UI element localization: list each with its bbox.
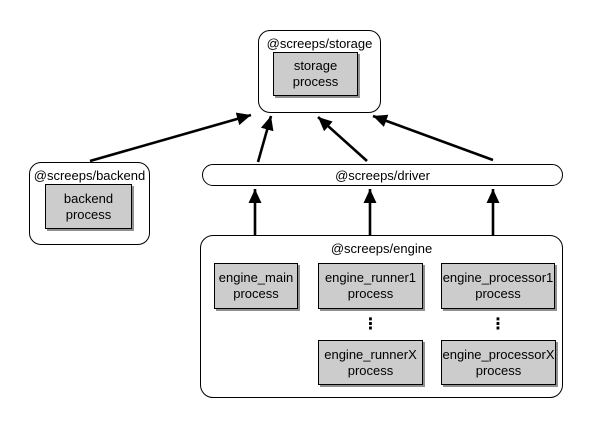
- node-driver: @screeps/driver: [202, 164, 563, 186]
- process-storage-name: storage: [293, 58, 338, 73]
- runner-ellipsis-icon: ⋮: [362, 314, 379, 333]
- node-backend-label: @screeps/backend: [33, 168, 146, 183]
- process-storage-type: process: [292, 74, 339, 89]
- node-storage-label: @screeps/storage: [266, 36, 373, 51]
- process-engine-processor1-type: process: [475, 286, 521, 301]
- edge-driver-to-storage: [256, 115, 274, 163]
- node-driver-label: @screeps/driver: [335, 167, 430, 183]
- process-engine-main-name: engine_main: [218, 270, 294, 285]
- node-engine: @screeps/engine engine_main process engi…: [200, 235, 563, 398]
- process-engine-runner1-type: process: [347, 286, 394, 301]
- processor-ellipsis-icon: ⋮: [490, 314, 506, 333]
- node-storage: @screeps/storage storage process: [258, 30, 381, 113]
- process-engine-processorX-name: engine_processorX: [442, 346, 555, 362]
- process-engine-runner1-name: engine_runner1: [324, 270, 417, 285]
- process-box-engine-processor1: engine_processor1 process: [441, 263, 555, 309]
- process-box-engine-runnerX: engine_runnerX process: [318, 340, 423, 385]
- process-box-engine-processorX: engine_processorX process: [441, 340, 556, 385]
- process-backend-type: process: [65, 206, 112, 222]
- process-engine-main-type: process: [233, 286, 279, 301]
- process-engine-processorX-type: process: [475, 362, 522, 378]
- process-box-engine-main: engine_main process: [214, 263, 298, 309]
- process-engine-processor1-name: engine_processor1: [442, 270, 554, 285]
- process-box-engine-runner1: engine_runner1 process: [318, 263, 423, 309]
- process-box-storage: storage process: [273, 52, 358, 96]
- edge-driver-to-storage: [372, 114, 494, 162]
- process-box-backend: backend process: [45, 184, 132, 229]
- edge-driver-to-storage: [317, 116, 368, 162]
- node-engine-label: @screeps/engine: [330, 241, 433, 256]
- node-backend: @screeps/backend backend process: [29, 162, 150, 245]
- edge-backend-to-storage: [89, 112, 252, 163]
- process-engine-runnerX-type: process: [347, 362, 394, 378]
- process-engine-runnerX-name: engine_runnerX: [324, 346, 417, 362]
- process-backend-name: backend: [63, 190, 114, 206]
